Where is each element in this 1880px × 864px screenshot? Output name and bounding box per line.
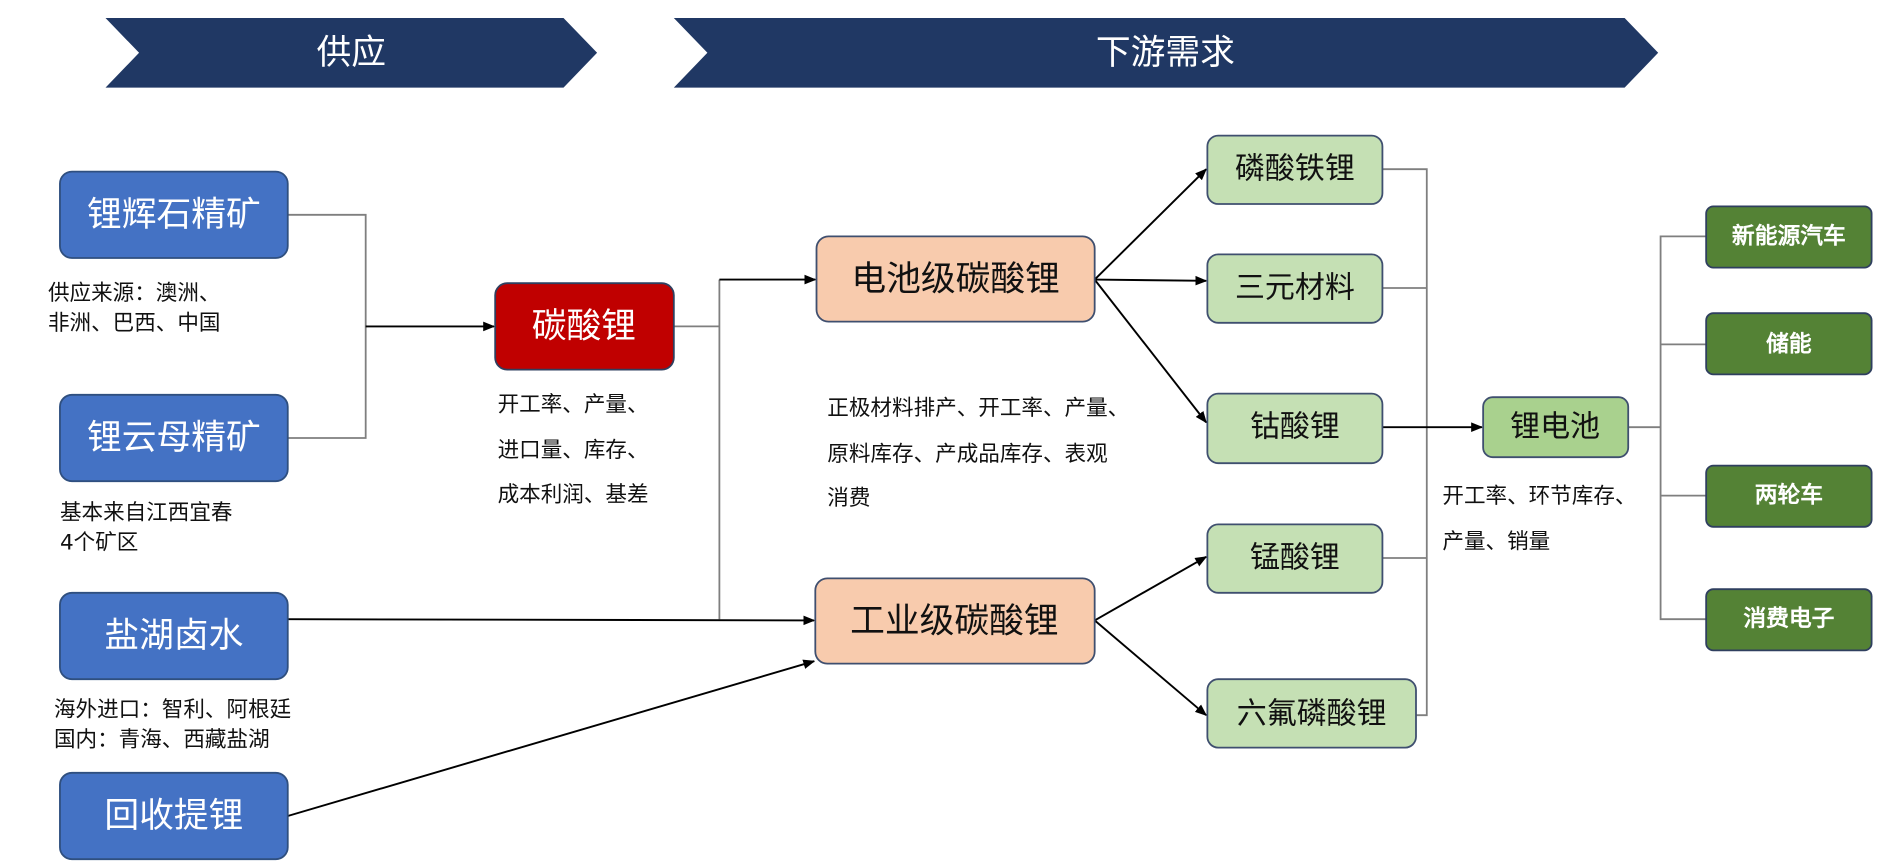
source-spodumene[interactable]: 锂辉石精矿: [59, 170, 289, 259]
core-caption: 成本利润、基差: [498, 483, 649, 508]
battery-caption: 产量、销量: [1442, 529, 1550, 554]
industrial-grade-node[interactable]: 工业级碳酸锂: [814, 577, 1096, 665]
downstream-header-label: 下游需求: [1096, 33, 1235, 73]
grade-label: 工业级碳酸锂: [850, 602, 1059, 642]
lithium-carbonate-node[interactable]: 碳酸锂: [494, 282, 675, 371]
source-caption: 供应来源：澳洲、: [48, 281, 221, 306]
source-lepidolite[interactable]: 锂云母精矿: [59, 393, 289, 483]
source-caption: 非洲、巴西、中国: [48, 311, 221, 336]
source-label: 回收提锂: [104, 796, 243, 836]
source-caption: 海外进口：智利、阿根廷: [54, 697, 291, 722]
source-caption: 4个矿区: [60, 531, 138, 556]
material-lmo[interactable]: 锰酸锂: [1206, 523, 1384, 594]
end-use-label: 储能: [1766, 330, 1812, 357]
battery-caption: 开工率、环节库存、: [1442, 484, 1636, 509]
end-use-nev[interactable]: 新能源汽车: [1705, 205, 1873, 269]
material-label: 六氟磷酸锂: [1237, 696, 1387, 731]
supply-header: 供应: [105, 18, 598, 88]
core-caption: 开工率、产量、: [498, 393, 649, 418]
material-label: 磷酸铁锂: [1235, 152, 1355, 187]
battery-label: 锂电池: [1510, 410, 1600, 445]
core-caption: 进口量、库存、: [498, 438, 649, 463]
source-caption: 基本来自江西宜春: [60, 501, 233, 526]
source-caption: 国内：青海、西藏盐湖: [54, 727, 270, 752]
material-lfp[interactable]: 磷酸铁锂: [1206, 134, 1384, 205]
grade-caption: 消费: [827, 486, 870, 511]
battery-grade-node[interactable]: 电池级碳酸锂: [815, 235, 1096, 323]
source-label: 锂云母精矿: [87, 418, 261, 458]
downstream-header: 下游需求: [673, 18, 1659, 88]
end-use-energy-storage[interactable]: 储能: [1705, 312, 1873, 376]
end-use-consumer-electronics[interactable]: 消费电子: [1705, 588, 1873, 652]
grade-caption: 正极材料排产、开工率、产量、: [827, 396, 1129, 421]
source-label: 锂辉石精矿: [87, 195, 261, 235]
source-recycling[interactable]: 回收提锂: [59, 771, 289, 861]
end-use-label: 两轮车: [1755, 482, 1823, 509]
material-label: 三元材料: [1235, 270, 1355, 305]
end-use-two-wheeler[interactable]: 两轮车: [1705, 464, 1873, 528]
material-lco[interactable]: 钴酸锂: [1206, 392, 1384, 465]
end-use-label: 消费电子: [1743, 606, 1834, 632]
material-label: 钴酸锂: [1250, 410, 1340, 445]
supply-header-label: 供应: [317, 33, 387, 73]
grade-caption: 原料库存、产成品库存、表观: [827, 442, 1107, 467]
source-label: 盐湖卤水: [104, 616, 243, 656]
core-label: 碳酸锂: [532, 306, 636, 346]
lithium-battery-node[interactable]: 锂电池: [1482, 396, 1630, 459]
grade-label: 电池级碳酸锂: [851, 260, 1060, 300]
source-salt-lake-brine[interactable]: 盐湖卤水: [59, 591, 289, 681]
connectors: [287, 168, 1707, 817]
end-use-label: 新能源汽车: [1732, 222, 1846, 249]
material-lipf6[interactable]: 六氟磷酸锂: [1206, 678, 1417, 749]
material-label: 锰酸锂: [1250, 540, 1340, 575]
material-ternary[interactable]: 三元材料: [1206, 253, 1384, 324]
